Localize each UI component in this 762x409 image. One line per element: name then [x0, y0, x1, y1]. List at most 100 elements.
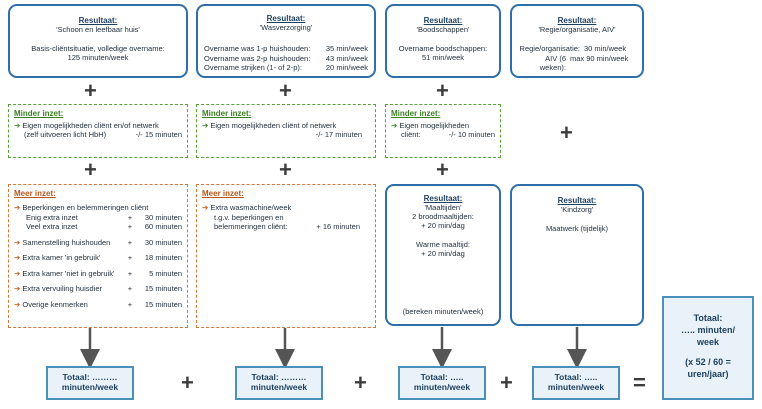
minder-line: cliënt: — [401, 130, 421, 139]
arrow-right-icon: ➔ — [14, 253, 23, 262]
meer-item-op: + — [127, 299, 133, 309]
meer-item-op: + — [127, 222, 133, 231]
total-box: Totaal: ……… minuten/week — [235, 366, 323, 400]
meer-item-label: Extra vervuiling huisdier — [22, 284, 102, 293]
maaltijden-line: + 20 min/dag — [421, 221, 465, 230]
total-unit: minuten/week — [413, 382, 471, 392]
meer-item-label: Extra kamer 'niet in gebruik' — [22, 268, 115, 278]
arrow-right-icon: ➔ — [14, 203, 23, 212]
was-row-value: 20 min/week — [325, 63, 368, 72]
minder-inzet-box: Minder inzet: ➔ Eigen mogelijkheden clië… — [196, 104, 376, 158]
plus-sign: + — [84, 157, 97, 182]
meer2-line: t.g.v. beperkingen en — [214, 212, 284, 222]
result-box-wasverzorging: Resultaat: 'Wasverzorging' Overname was … — [196, 4, 376, 78]
grand-total-line: (x 52 / 60 = — [685, 357, 731, 367]
plus-sign: + — [436, 78, 449, 103]
plus-sign: + — [436, 157, 449, 182]
grand-total-line: Totaal: — [693, 313, 723, 323]
plus-sign: + — [181, 370, 194, 395]
meer-item-value: 15 minuten — [144, 284, 182, 293]
meer-title: Meer inzet: — [14, 189, 56, 198]
result-box-schoon: Resultaat: 'Schoon en leefbaar huis' Bas… — [8, 4, 188, 78]
total-unit: minuten/week — [250, 382, 308, 392]
minder-line: Eigen mogelijkheden cliënt en/of netwerk — [22, 121, 159, 130]
was-row-value: 35 min/week — [325, 44, 368, 53]
result-name: 'Kindzorg' — [560, 205, 594, 214]
was-row-label: Overname was 2-p huishouden: — [204, 53, 311, 63]
total-box: Totaal: ……… minuten/week — [46, 366, 134, 400]
result-box-boodschappen: Resultaat: 'Boodschappen' Overname boods… — [385, 4, 501, 78]
meer-item-value: 30 minuten — [144, 237, 182, 247]
meer-item-label: Beperkingen en belemmeringen cliënt — [22, 203, 149, 212]
minder-line: (zelf uitvoeren licht HbH) — [24, 130, 107, 139]
grand-total-line: uren/jaar) — [687, 369, 729, 379]
minder-value: -/- 10 minuten — [448, 130, 495, 139]
meer2-line: Extra wasmachine/week — [210, 203, 292, 212]
was-row-label: Overname was 1-p huishouden: — [204, 44, 311, 53]
total-box: Totaal: ….. minuten/week — [398, 366, 486, 400]
result-heading: Resultaat: — [78, 16, 118, 25]
minder-value: -/- 17 minuten — [315, 130, 362, 139]
minder-title: Minder inzet: — [202, 109, 252, 118]
result-heading: Resultaat: — [266, 14, 306, 23]
arrow-right-icon: ➔ — [14, 268, 23, 278]
plus-sign: + — [279, 157, 292, 182]
meer-item-label: Veel extra inzet — [26, 222, 78, 231]
regie-row-label: AIV (6 weken): — [539, 53, 566, 73]
maaltijden-footer: (bereken minuten/week) — [402, 307, 484, 316]
maaltijden-line: 2 broodmaaltijden: — [412, 212, 474, 221]
total-label: Totaal: ….. — [420, 372, 464, 382]
was-row-label: Overname strijken (1- of 2-p): — [204, 63, 302, 72]
plus-sign: + — [354, 370, 367, 395]
result-box-regie: Resultaat: 'Regie/organisatie, AIV' Regi… — [510, 4, 644, 78]
meer2-value: + 16 minuten — [316, 222, 360, 231]
result-heading: Resultaat: — [557, 16, 597, 25]
minder-inzet-box: Minder inzet: ➔ Eigen mogelijkheden clië… — [8, 104, 188, 158]
minder-line: Eigen mogelijkheden — [399, 121, 470, 130]
plus-sign: + — [84, 78, 97, 103]
minder-title: Minder inzet: — [14, 109, 64, 118]
minder-line: Eigen mogelijkheden cliënt of netwerk — [210, 121, 337, 130]
grand-total-line: ….. minuten/ — [681, 325, 735, 335]
result-heading: Resultaat: — [557, 196, 597, 205]
meer-item-label: Extra kamer 'in gebruik' — [22, 253, 101, 262]
result-name: 'Wasverzorging' — [259, 23, 313, 32]
result-line: Overname boodschappen: — [398, 44, 488, 53]
maaltijden-line: Warme maaltijd: — [416, 240, 470, 249]
result-name: 'Boodschappen' — [416, 25, 470, 34]
regie-row-value: 30 min/week — [584, 44, 627, 53]
total-label: Totaal: ……… — [62, 372, 118, 382]
plus-sign: + — [500, 370, 513, 395]
was-row-value: 43 min/week — [325, 53, 368, 63]
arrow-right-icon: ➔ — [14, 121, 21, 130]
result-line: Basis-cliëntsituatie, volledige overname… — [31, 44, 165, 53]
meer-item-value: 5 minuten — [149, 268, 182, 278]
plus-sign: + — [560, 120, 573, 145]
meer-item-op: + — [127, 237, 133, 247]
arrow-right-icon: ➔ — [14, 299, 23, 309]
meer-item-value: 60 minuten — [144, 222, 182, 231]
meer-item-op: + — [127, 253, 133, 262]
kindzorg-line: Maatwerk (tijdelijk) — [545, 224, 609, 233]
result-line: 125 minuten/week — [67, 53, 129, 62]
meer-title: Meer inzet: — [202, 189, 244, 198]
plus-sign: + — [279, 78, 292, 103]
meer-item-op: + — [127, 268, 133, 278]
grand-total-box: Totaal: ….. minuten/ week (x 52 / 60 = u… — [662, 296, 754, 400]
meer-item-op: + — [127, 284, 133, 293]
result-box-kindzorg: Resultaat: 'Kindzorg' Maatwerk (tijdelij… — [510, 184, 644, 326]
minder-inzet-box: Minder inzet: ➔ Eigen mogelijkheden clië… — [385, 104, 501, 158]
result-heading: Resultaat: — [423, 194, 463, 203]
meer-inzet-box-schoon: Meer inzet: ➔ Beperkingen en belemmering… — [8, 184, 188, 328]
total-label: Totaal: ….. — [554, 372, 598, 382]
arrow-right-icon: ➔ — [391, 121, 398, 130]
total-unit: minuten/week — [61, 382, 119, 392]
minder-title: Minder inzet: — [391, 109, 441, 118]
meer-item-label: Enig extra inzet — [26, 212, 78, 222]
meer-item-value: 18 minuten — [144, 253, 182, 262]
result-heading: Resultaat: — [423, 16, 463, 25]
arrow-right-icon: ➔ — [202, 203, 211, 212]
result-line: 51 min/week — [421, 53, 465, 62]
meer-item-op: + — [127, 212, 133, 222]
